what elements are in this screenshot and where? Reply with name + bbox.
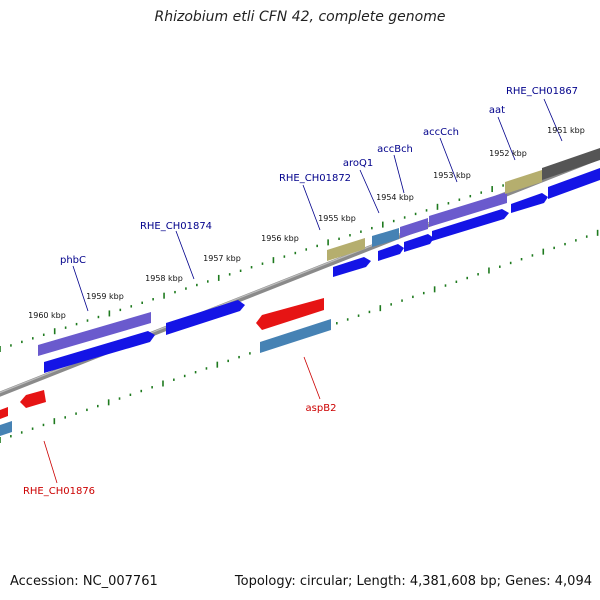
gene-label: aspB2 [306, 403, 337, 414]
leader-accCch [439, 137, 458, 183]
leader-aroQ1 [359, 169, 380, 214]
genome-summary: Topology: circular; Length: 4,381,608 bp… [234, 574, 592, 589]
scale-label: 1952 kbp [489, 149, 527, 158]
gene-RHE_CH01867[interactable] [542, 148, 600, 180]
gene-phbC[interactable] [38, 312, 151, 356]
cds-arrow-reverse[interactable] [20, 390, 46, 408]
cds-arrow[interactable] [404, 234, 434, 252]
gene-RHE_CH01872[interactable] [327, 238, 365, 261]
scale-label: 1953 kbp [433, 171, 471, 180]
outer-tick-ring [0, 155, 592, 352]
outer-gene-track [0, 148, 600, 436]
cds-arrow-reverse[interactable] [256, 298, 324, 330]
gene-aroQ1[interactable] [372, 228, 399, 247]
cds-arrow[interactable] [333, 257, 371, 277]
leader-RHE_CH01872 [302, 184, 321, 231]
leader-aat [497, 116, 516, 161]
scale-label: 1957 kbp [203, 254, 241, 263]
accession-label: Accession: NC_007761 [10, 574, 158, 589]
leader-phbC [72, 265, 89, 312]
gene-aat[interactable] [505, 170, 542, 194]
cds-arrow[interactable] [548, 168, 600, 199]
cds-arrow[interactable] [166, 300, 245, 335]
gene-steel-partial[interactable] [0, 421, 12, 436]
leader-aspB2 [303, 356, 321, 400]
gene-label: RHE_CH01867 [506, 86, 578, 97]
gene-label: RHE_CH01872 [279, 173, 351, 184]
leader-RHE_CH01876 [43, 440, 58, 484]
cds-arrow[interactable] [511, 193, 548, 213]
scale-labels: 1951 kbp 1952 kbp 1953 kbp 1954 kbp 1955… [28, 126, 585, 320]
scale-label: 1955 kbp [318, 214, 356, 223]
gene-accCch[interactable] [429, 192, 507, 227]
gene-label: aroQ1 [343, 158, 373, 169]
gene-label: RHE_CH01876 [23, 486, 95, 497]
scale-label: 1958 kbp [145, 274, 183, 283]
cds-arrow[interactable] [432, 209, 509, 241]
gene-accBch[interactable] [400, 218, 428, 238]
scale-label: 1951 kbp [547, 126, 585, 135]
scale-label: 1959 kbp [86, 292, 124, 301]
gene-label: phbC [60, 255, 86, 266]
cds-arrow[interactable] [378, 244, 404, 261]
cds-arrow[interactable] [44, 331, 155, 373]
gene-label: aat [489, 105, 505, 116]
gene-labels: RHE_CH01867 aat accCch accBch aroQ1 RHE_… [23, 86, 578, 497]
leader-RHE_CH01874 [175, 230, 195, 280]
label-leaders [43, 98, 563, 484]
leader-accBch [393, 154, 405, 194]
gene-label: accCch [423, 127, 459, 138]
map-title: Rhizobium etli CFN 42, complete genome [154, 9, 446, 25]
gene-red-partial[interactable] [0, 407, 8, 419]
scale-label: 1960 kbp [28, 311, 66, 320]
leader-RHE_CH01867 [543, 98, 563, 142]
cds-track [20, 168, 600, 408]
scale-label: 1954 kbp [376, 193, 414, 202]
gene-label: RHE_CH01874 [140, 221, 212, 232]
scale-label: 1956 kbp [261, 234, 299, 243]
gene-aspB2-block[interactable] [260, 319, 331, 353]
gene-label: accBch [377, 144, 413, 155]
